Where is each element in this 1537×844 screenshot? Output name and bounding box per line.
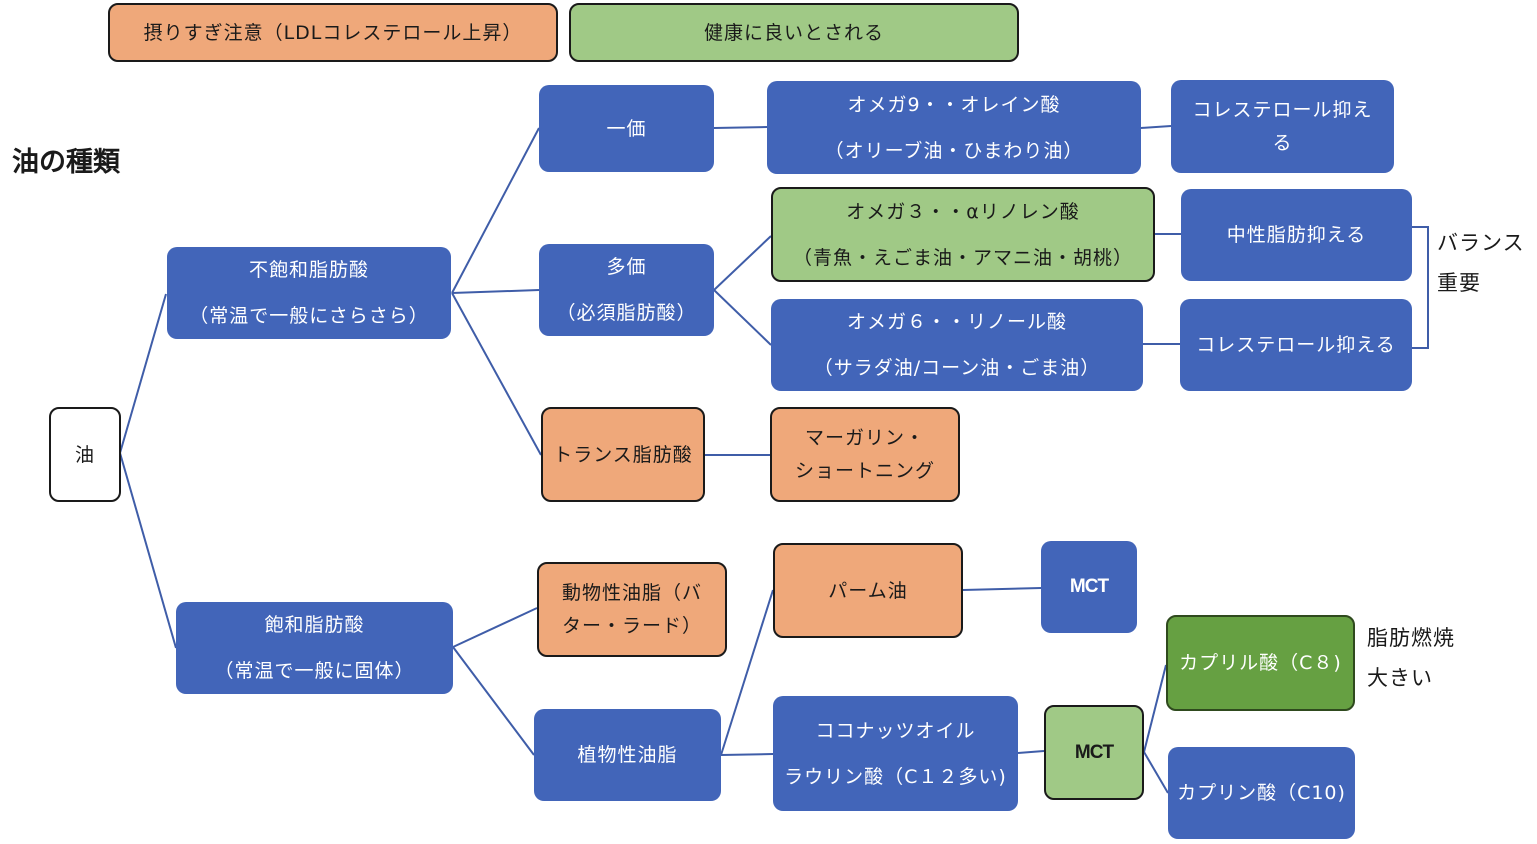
node-omega3: オメガ３・・αリノレン酸 （青魚・えごま油・アマニ油・胡桃） <box>771 187 1155 282</box>
node-cholesterol-suppress-1: コレステロール抑え る <box>1171 80 1394 173</box>
node-coconut-oil: ココナッツオイル ラウリン酸（C１２多い) <box>773 696 1018 811</box>
node-label: ココナッツオイル <box>815 719 976 742</box>
node-omega6: オメガ６・・リノール酸 （サラダ油/コーン油・ごま油） <box>771 299 1143 391</box>
node-omega9: オメガ9・・オレイン酸 （オリーブ油・ひまわり油） <box>767 81 1141 174</box>
note-line: 大きい <box>1367 666 1433 690</box>
link-palm-mct1 <box>962 587 1042 591</box>
node-label: オメガ9・・オレイン酸 <box>847 93 1061 116</box>
node-label: パーム油 <box>828 579 908 602</box>
node-label: カプリル酸（C８) <box>1179 652 1342 674</box>
node-label: 中性脂肪抑える <box>1226 224 1367 246</box>
link-plant-coconut <box>720 753 774 756</box>
node-palm-oil: パーム油 <box>773 543 963 638</box>
link-unsat-mono <box>451 127 540 294</box>
node-label: MCT <box>1069 576 1109 597</box>
node-unsaturated: 不飽和脂肪酸 （常温で一般にさらさら） <box>167 247 451 339</box>
node-label: ラウリン酸（C１２多い) <box>784 765 1007 788</box>
node-label: オメガ６・・リノール酸 <box>846 311 1067 333</box>
node-label: 不飽和脂肪酸 <box>248 259 369 281</box>
node-label: る <box>1272 131 1293 154</box>
legend-caution: 摂りすぎ注意（LDLコレステロール上昇） <box>108 3 558 62</box>
node-mono: 一価 <box>539 85 714 172</box>
balance-note: バランス 重要 <box>1437 223 1525 303</box>
page-title: 油の種類 <box>12 147 120 178</box>
link-sat-animal <box>452 607 538 648</box>
node-trans: トランス脂肪酸 <box>541 407 705 502</box>
node-label: （常温で一般に固体） <box>214 660 415 682</box>
link-mono-omega9 <box>713 126 768 129</box>
note-line: 脂肪燃焼 <box>1367 626 1455 650</box>
node-neutral-fat-suppress: 中性脂肪抑える <box>1181 189 1412 281</box>
node-label: オメガ３・・αリノレン酸 <box>846 200 1080 223</box>
node-label: 植物性油脂 <box>577 744 678 766</box>
node-label: コレステロール抑える <box>1196 334 1396 356</box>
node-label: マーガリン・ <box>804 426 925 449</box>
balance-bracket <box>1412 226 1429 349</box>
link-plant-palm <box>720 589 774 756</box>
link-unsat-trans <box>451 292 542 456</box>
node-label: ショートニング <box>794 459 935 482</box>
node-oil: 油 <box>49 407 121 502</box>
link-poly-omega6 <box>713 289 772 346</box>
link-oil-saturated <box>119 452 177 649</box>
node-mct-1: MCT <box>1041 541 1137 633</box>
node-label: 動物性油脂（バ <box>561 581 702 604</box>
link-poly-omega3 <box>713 235 772 291</box>
legend-healthy-label: 健康に良いとされる <box>703 21 884 44</box>
node-label: MCT <box>1074 741 1114 763</box>
link-sat-plant <box>452 646 535 756</box>
node-cholesterol-suppress-2: コレステロール抑える <box>1180 299 1412 391</box>
node-margarine: マーガリン・ ショートニング <box>770 407 960 502</box>
node-caprylic-acid: カプリル酸（C８) <box>1166 615 1355 711</box>
link-mct2-capric <box>1143 751 1169 794</box>
note-line: バランス <box>1437 231 1525 255</box>
node-label: （必須脂肪酸） <box>556 302 697 324</box>
legend-healthy: 健康に良いとされる <box>569 3 1019 62</box>
node-saturated: 飽和脂肪酸 （常温で一般に固体） <box>176 602 453 694</box>
link-oil-unsaturated <box>119 293 167 454</box>
legend-caution-label: 摂りすぎ注意（LDLコレステロール上昇） <box>143 21 523 44</box>
link-mct2-caprylic <box>1143 664 1167 753</box>
link-omega9-chol1 <box>1140 125 1172 129</box>
node-label: （青魚・えごま油・アマニ油・胡桃） <box>792 246 1133 269</box>
node-label: コレステロール抑え <box>1192 98 1373 121</box>
link-coconut-mct2 <box>1017 750 1045 754</box>
node-animal-fat: 動物性油脂（バ ター・ラード） <box>537 562 727 657</box>
node-label: トランス脂肪酸 <box>553 443 693 466</box>
node-poly: 多価 （必須脂肪酸） <box>539 244 714 336</box>
node-capric-acid: カプリン酸（C10) <box>1168 747 1355 839</box>
node-label: （サラダ油/コーン油・ごま油） <box>813 357 1101 379</box>
node-label: カプリン酸（C10) <box>1177 782 1346 804</box>
node-plant-fat: 植物性油脂 <box>534 709 721 801</box>
link-unsat-poly <box>451 289 540 294</box>
node-label: 飽和脂肪酸 <box>264 614 365 636</box>
node-oil-label: 油 <box>74 443 95 466</box>
node-mct-2: MCT <box>1044 705 1144 800</box>
note-line: 重要 <box>1437 271 1481 295</box>
node-label: ター・ラード） <box>561 614 702 637</box>
node-label: 一価 <box>606 117 647 140</box>
fat-burn-note: 脂肪燃焼 大きい <box>1367 618 1455 698</box>
node-label: （常温で一般にさらさら） <box>189 305 429 327</box>
node-label: 多価 <box>606 256 647 278</box>
node-label: （オリーブ油・ひまわり油） <box>824 139 1084 162</box>
